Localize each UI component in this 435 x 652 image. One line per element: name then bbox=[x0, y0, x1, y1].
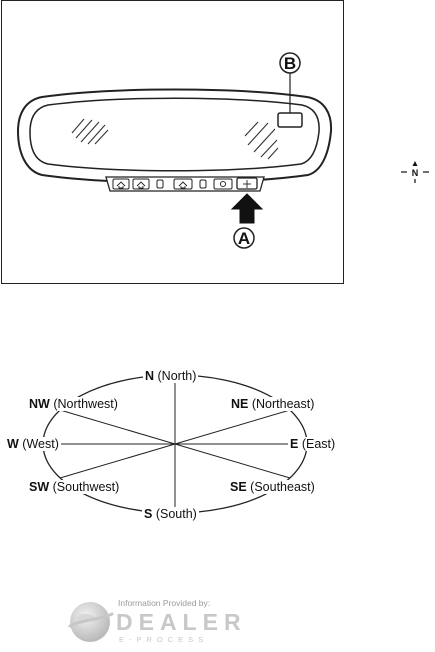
direction-name: (North) bbox=[157, 369, 197, 383]
watermark-sub: E-PROCESS bbox=[119, 635, 209, 644]
direction-name: (Southeast) bbox=[250, 480, 315, 494]
direction-west: W (West) bbox=[5, 437, 61, 451]
north-symbol-label: N bbox=[412, 168, 419, 178]
direction-abbr: N bbox=[145, 369, 155, 383]
power-icon bbox=[219, 180, 227, 188]
homelink-button-3[interactable] bbox=[173, 178, 193, 190]
direction-name: (West) bbox=[22, 437, 59, 451]
compass-rose-diagram bbox=[40, 374, 310, 514]
homelink-button-2[interactable] bbox=[132, 178, 150, 190]
mirror-button-strip bbox=[105, 176, 265, 192]
indicator-light bbox=[199, 179, 207, 189]
mirror-illustration: B A bbox=[1, 0, 344, 284]
compass-display-window bbox=[277, 112, 303, 128]
direction-northeast: NE (Northeast) bbox=[229, 397, 317, 411]
house-icon bbox=[136, 181, 146, 189]
glare-hatch-right bbox=[244, 121, 279, 160]
homelink-button-1[interactable] bbox=[112, 178, 130, 190]
globe-logo-icon bbox=[68, 602, 114, 642]
house-icon bbox=[116, 181, 126, 189]
direction-abbr: SE bbox=[230, 480, 247, 494]
direction-northwest: NW (Northwest) bbox=[27, 397, 120, 411]
pointer-arrow bbox=[230, 193, 264, 224]
north-compass-icon: N bbox=[401, 161, 429, 183]
direction-southwest: SW (Southwest) bbox=[27, 480, 122, 494]
callout-b-label: B bbox=[284, 54, 296, 73]
direction-name: (Southwest) bbox=[52, 480, 120, 494]
direction-abbr: NE bbox=[231, 397, 249, 411]
dealer-eprocess-watermark: Information Provided by: DEALER E-PROCES… bbox=[66, 596, 276, 648]
power-button[interactable] bbox=[213, 178, 233, 190]
rearview-mirror-drawing: B A bbox=[16, 52, 333, 249]
sw-ne-line bbox=[59, 409, 291, 479]
direction-east: E (East) bbox=[288, 437, 338, 451]
direction-name: (East) bbox=[301, 437, 336, 451]
house-icon bbox=[178, 181, 188, 189]
direction-name: (Northwest) bbox=[53, 397, 118, 411]
direction-name: (Northeast) bbox=[251, 397, 315, 411]
mirror-glass bbox=[29, 97, 320, 172]
direction-north: N (North) bbox=[143, 369, 199, 383]
direction-abbr: E bbox=[290, 437, 299, 451]
callout-a-circle bbox=[233, 227, 255, 249]
indicator-light bbox=[156, 179, 164, 189]
direction-abbr: W bbox=[7, 437, 19, 451]
watermark-brand: DEALER bbox=[116, 609, 247, 635]
direction-name: (South) bbox=[155, 507, 197, 521]
direction-southeast: SE (Southeast) bbox=[228, 480, 317, 494]
glare-hatch-left bbox=[71, 118, 109, 145]
watermark-caption: Information Provided by: bbox=[118, 598, 211, 608]
direction-south: S (South) bbox=[142, 507, 199, 521]
callout-b-circle bbox=[279, 52, 301, 74]
direction-abbr: NW bbox=[29, 397, 50, 411]
callout-a-label: A bbox=[238, 229, 250, 248]
direction-abbr: S bbox=[144, 507, 153, 521]
direction-abbr: SW bbox=[29, 480, 50, 494]
